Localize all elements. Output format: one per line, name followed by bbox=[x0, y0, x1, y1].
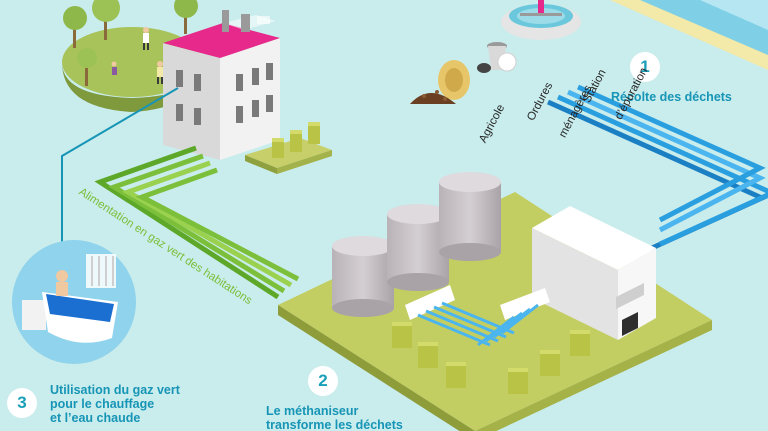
soil-pile-icon bbox=[410, 90, 456, 104]
green-gas-pipelines bbox=[94, 145, 300, 300]
step-badge: 1 bbox=[630, 52, 660, 82]
connector-line bbox=[61, 87, 179, 242]
hedge bbox=[446, 362, 466, 388]
person-running bbox=[143, 27, 149, 50]
hedge bbox=[508, 368, 528, 394]
household-waste-bin-icon bbox=[477, 42, 517, 73]
source-label-line: Station bbox=[581, 67, 609, 105]
child bbox=[111, 61, 117, 75]
step-badge: 3 bbox=[7, 388, 37, 418]
hedge bbox=[570, 330, 590, 356]
step-3-label-line: pour le chauffage bbox=[50, 397, 155, 411]
step-2-label-line: Le méthaniseur bbox=[266, 404, 359, 418]
step-1-label: Récolte des déchets bbox=[611, 90, 732, 104]
step-1-label-text: Récolte des déchets bbox=[611, 90, 732, 104]
step-3-label-line: et l’eau chaude bbox=[50, 411, 141, 425]
step-3-label: Utilisation du gaz vert pour le chauffag… bbox=[50, 383, 180, 425]
treatment-grid bbox=[405, 285, 550, 347]
hedge bbox=[540, 350, 560, 376]
step-2-label-line: transforme les déchets bbox=[266, 418, 403, 431]
water-treatment-station bbox=[501, 0, 581, 40]
hedge bbox=[392, 322, 412, 348]
digester-tank bbox=[332, 236, 394, 317]
tree bbox=[174, 0, 198, 34]
hedge-platform bbox=[245, 122, 332, 174]
residential-building bbox=[163, 10, 280, 160]
processing-building bbox=[532, 206, 656, 340]
digester-tank bbox=[439, 172, 501, 261]
bath-illustration bbox=[12, 240, 136, 364]
person-walking bbox=[157, 61, 163, 84]
tree bbox=[63, 6, 87, 48]
hedge bbox=[308, 122, 320, 144]
hedge bbox=[290, 130, 302, 152]
source-label-line: Agricole bbox=[477, 102, 508, 145]
tree bbox=[77, 48, 97, 86]
hay-bale-icon bbox=[438, 60, 470, 100]
digester-tank bbox=[387, 204, 449, 291]
tree bbox=[92, 0, 120, 40]
hedge bbox=[418, 342, 438, 368]
river bbox=[610, 0, 768, 70]
hedge bbox=[272, 138, 284, 158]
step-3-label-line: Utilisation du gaz vert bbox=[50, 383, 180, 397]
waste-collection-pipes bbox=[546, 84, 768, 251]
step-badge: 2 bbox=[308, 366, 338, 396]
step-2-label: Le méthaniseur transforme les déchets bbox=[266, 404, 403, 431]
source-label-line: Ordures bbox=[525, 80, 556, 123]
